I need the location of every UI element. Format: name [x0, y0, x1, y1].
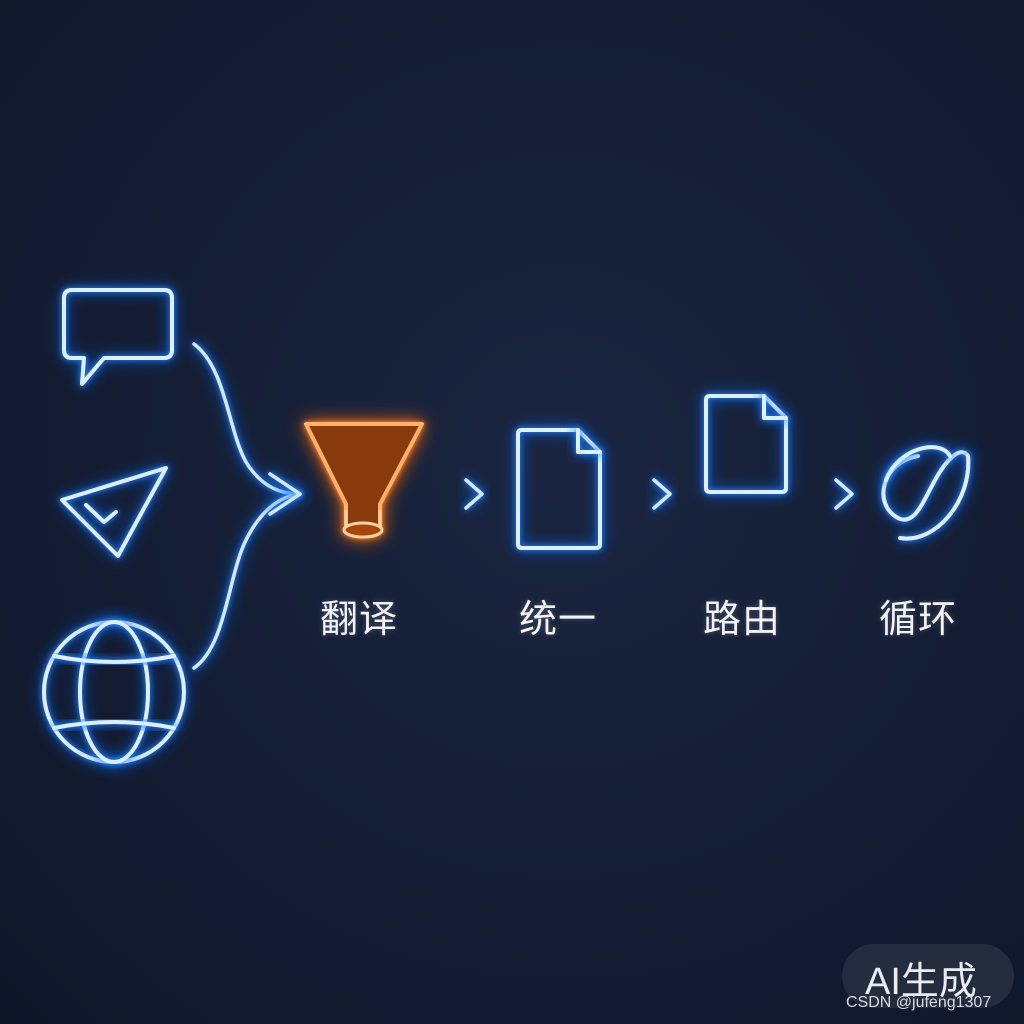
badge-title: AI生成 [865, 961, 977, 1003]
step-label-cycle: 循环 [878, 597, 958, 641]
ai-generated-badge [842, 944, 1014, 1008]
badge-subtitle: CSDN @jufeng1307 [846, 994, 992, 1011]
arrow-2 [620, 478, 672, 510]
cycle-icon [881, 445, 971, 541]
step-label-unify: 统一 [518, 597, 598, 641]
globe-icon [42, 620, 186, 764]
arrow-3 [806, 478, 854, 510]
step-label-route: 路由 [702, 597, 782, 641]
arrow-1 [434, 478, 484, 510]
step-label-translate: 翻译 [319, 597, 399, 641]
document-icon [516, 428, 602, 550]
chat-bubble-icon [62, 288, 174, 386]
converging-connectors [192, 342, 302, 670]
routed-document-icon [704, 394, 788, 558]
paper-plane-icon [60, 466, 168, 558]
funnel-icon [304, 422, 424, 539]
